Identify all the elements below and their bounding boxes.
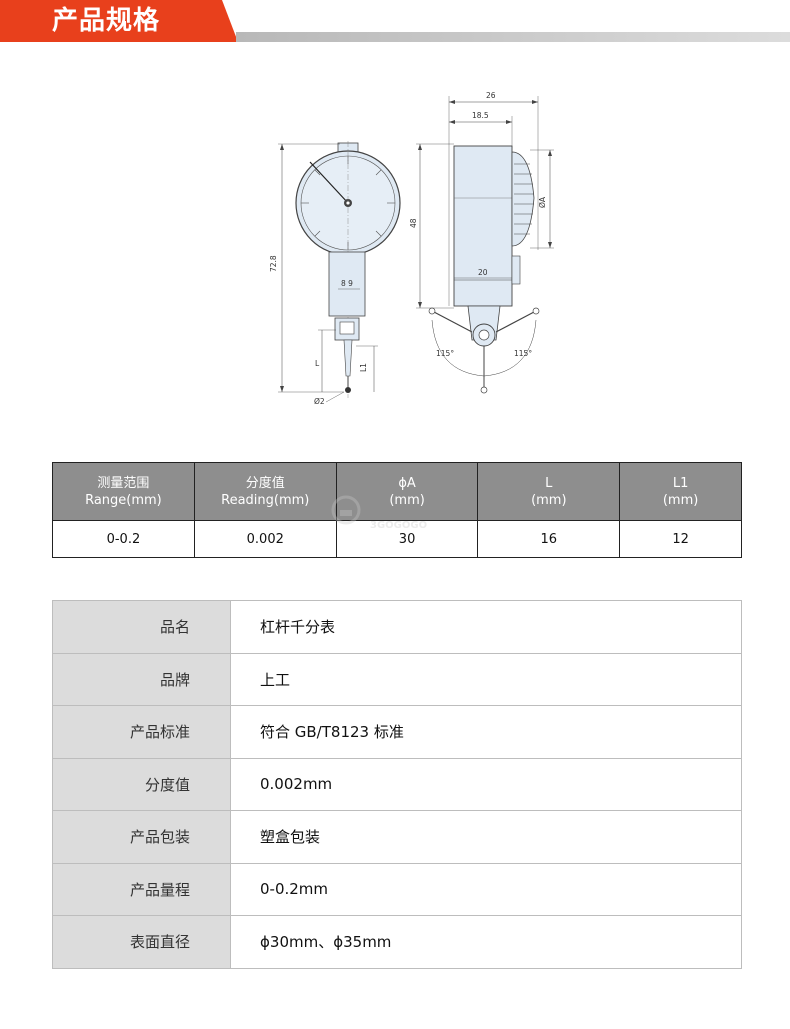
info-value: 符合 GB/T8123 标准 <box>230 705 742 759</box>
header-L: L(mm) <box>477 462 621 521</box>
header-red-tab <box>0 0 238 42</box>
header-L1: L1(mm) <box>619 462 742 521</box>
side-body <box>453 145 513 307</box>
section-header: 产品规格 <box>0 0 790 46</box>
cell-range: 0-0.2 <box>52 520 195 558</box>
watermark-icon: 3GOGOGO <box>331 495 427 531</box>
info-value: 杠杆千分表 <box>230 600 742 654</box>
info-key: 产品包装 <box>52 810 231 864</box>
dim-48: 48 <box>409 218 418 228</box>
dim-phi2: Ø2 <box>314 397 325 406</box>
info-key: 表面直径 <box>52 915 231 969</box>
dim-L1: L1 <box>359 363 368 372</box>
section-title: 产品规格 <box>52 6 161 36</box>
svg-text:3GOGOGO: 3GOGOGO <box>370 520 427 531</box>
header-phiA: ϕA(mm) <box>335 462 479 521</box>
info-value: 0.002mm <box>230 757 742 811</box>
info-key: 品牌 <box>52 652 231 706</box>
cell-reading: 0.002 <box>193 520 337 558</box>
dimension-drawing-svg: 72.8 8 9 L L1 Ø2 26 18.5 <box>269 91 554 406</box>
dim-26: 26 <box>486 91 496 100</box>
table-row: 0-0.2 0.002 30 16 12 <box>52 520 742 558</box>
info-value: 上工 <box>230 652 742 706</box>
cell-phiA: 30 <box>335 520 479 558</box>
info-key: 产品标准 <box>52 705 231 759</box>
dial-needle <box>309 161 349 204</box>
table-row: 品牌上工 <box>52 652 742 706</box>
dim-20: 20 <box>478 268 488 277</box>
info-key: 分度值 <box>52 757 231 811</box>
table-row: 产品包装塑盒包装 <box>52 810 742 864</box>
watermark-logo: 3GOGOGO <box>330 490 460 536</box>
info-value: 塑盒包装 <box>230 810 742 864</box>
info-value: ϕ30mm、ϕ35mm <box>230 915 742 969</box>
info-value: 0-0.2mm <box>230 862 742 916</box>
dim-72-8: 72.8 <box>269 255 278 272</box>
dim-L: L <box>315 359 320 368</box>
angle-right: 115° <box>514 349 532 358</box>
dim-8-9: 8 9 <box>341 279 353 288</box>
table-row: 品名杠杆千分表 <box>52 600 742 654</box>
angle-left: 115° <box>436 349 454 358</box>
table-row: 产品标准符合 GB/T8123 标准 <box>52 705 742 759</box>
cell-L1: 12 <box>619 520 742 558</box>
dim-18-5: 18.5 <box>472 111 489 120</box>
header-gray-bar <box>236 32 790 42</box>
dim-phiA: ØA <box>538 196 547 208</box>
dimension-drawing: 72.8 8 9 L L1 Ø2 26 18.5 <box>260 86 560 416</box>
info-key: 品名 <box>52 600 231 654</box>
info-key: 产品量程 <box>52 862 231 916</box>
cell-L: 16 <box>477 520 621 558</box>
